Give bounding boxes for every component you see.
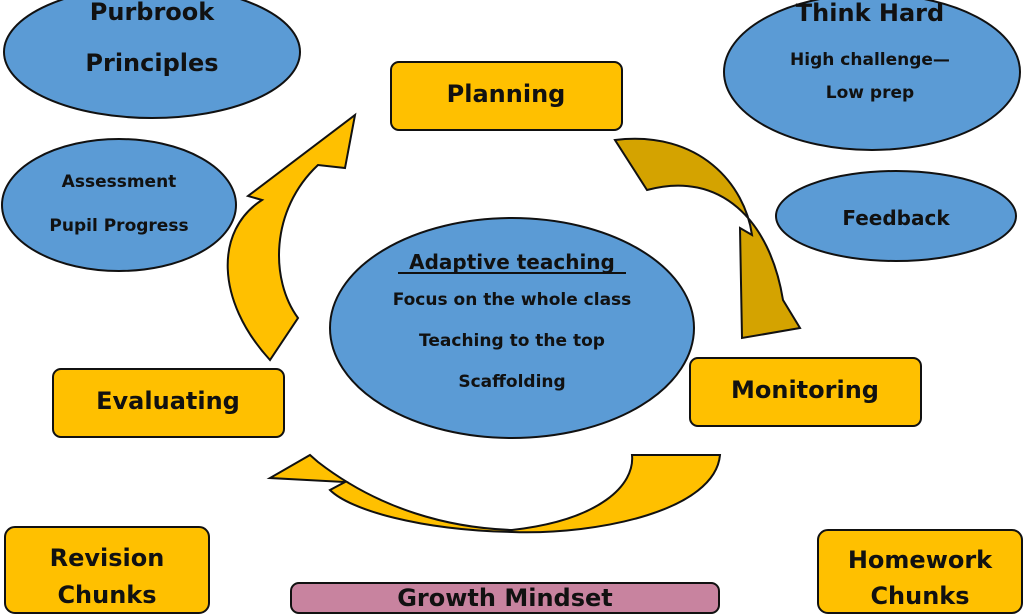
think-hard-line1: High challenge— <box>790 50 950 70</box>
monitoring-label: Monitoring <box>731 376 879 404</box>
feedback-label: Feedback <box>842 206 950 230</box>
revision-line1: Revision <box>50 544 165 572</box>
revision-line2: Chunks <box>57 581 156 609</box>
homework-line2: Chunks <box>870 582 969 610</box>
think-hard-line2: Low prep <box>826 83 914 103</box>
arrow-monitoring-to-evaluating <box>266 453 722 534</box>
monitoring-box <box>689 357 922 427</box>
planning-box <box>390 61 623 131</box>
center-item: Teaching to the top <box>419 331 605 351</box>
purbrook-principles-oval <box>3 0 301 119</box>
homework-chunks-box <box>817 529 1023 614</box>
arrow-evaluating-to-planning <box>226 112 357 362</box>
assessment-line1: Assessment <box>62 172 177 192</box>
center-item: Scaffolding <box>458 372 565 392</box>
planning-label: Planning <box>447 80 566 108</box>
feedback-oval <box>775 170 1017 262</box>
think-hard-oval <box>723 0 1021 151</box>
growth-mindset-label: Growth Mindset <box>397 584 613 612</box>
revision-chunks-box <box>4 526 210 614</box>
purbrook-line2: Principles <box>85 49 218 77</box>
center-item: Focus on the whole class <box>393 290 632 310</box>
assessment-oval <box>1 138 237 272</box>
adaptive-teaching-title: Adaptive teaching <box>409 250 615 274</box>
evaluating-box <box>52 368 285 438</box>
purbrook-line1: Purbrook <box>90 0 216 26</box>
arrow-planning-to-monitoring <box>613 137 802 340</box>
growth-mindset-box <box>290 582 720 614</box>
think-hard-title: Think Hard <box>796 0 944 27</box>
assessment-line2: Pupil Progress <box>49 216 188 236</box>
homework-line1: Homework <box>848 546 993 574</box>
evaluating-label: Evaluating <box>96 387 240 415</box>
